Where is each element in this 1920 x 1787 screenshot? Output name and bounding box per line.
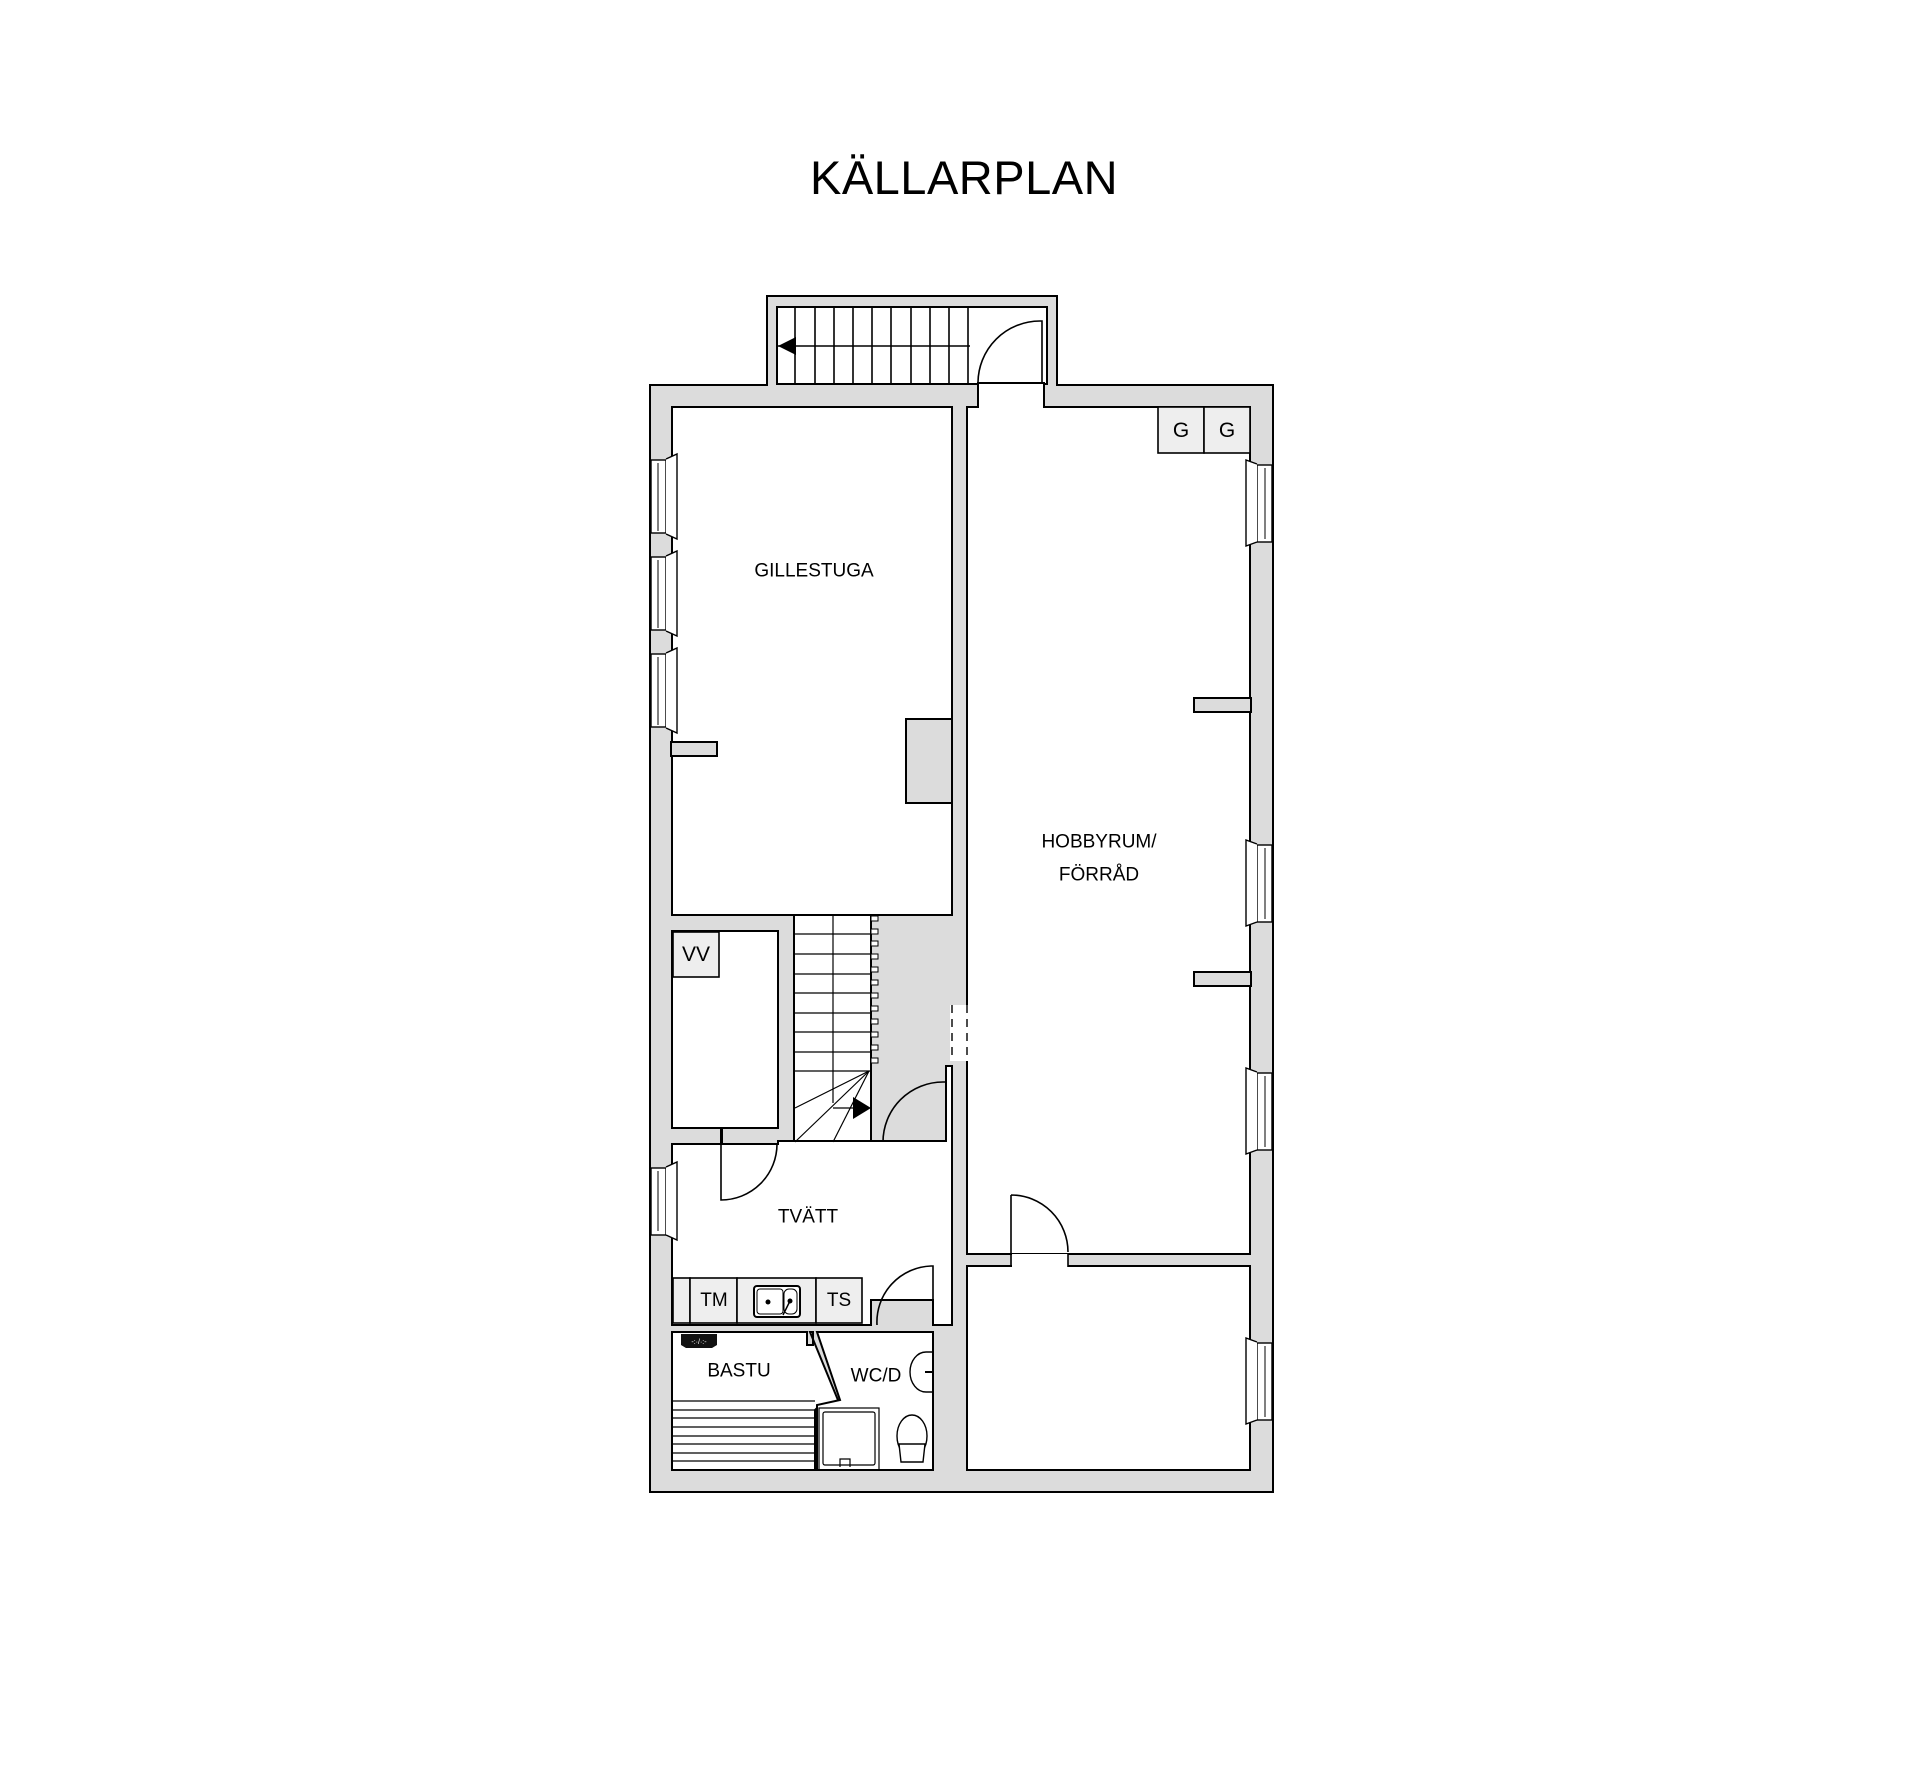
wall-stub [670, 741, 718, 757]
fixture-g2 [1203, 406, 1251, 454]
window [1245, 1337, 1273, 1425]
window [1245, 459, 1273, 547]
chimney [905, 718, 953, 804]
shower-icon [818, 1407, 880, 1471]
room-label-tvatt: TVÄTT [777, 1206, 839, 1228]
fixture-label-ts: TS [826, 1290, 852, 1311]
svg-text:-:·/·:-: -:·/·:- [691, 1339, 707, 1346]
room-tvatt [671, 1065, 953, 1326]
door-swing-lower-room [1010, 1194, 1069, 1254]
fixture-ts [815, 1277, 863, 1324]
entrance-stairs [777, 307, 970, 384]
sauna-bench [672, 1400, 815, 1462]
window [1245, 1067, 1273, 1155]
window [650, 646, 678, 735]
room-gillestuga [671, 406, 953, 916]
fixture-vv [672, 931, 720, 978]
inner-stairs [794, 915, 879, 1143]
room-hobbyrum [966, 382, 1251, 1255]
room-label-gillestuga: GILLESTUGA [754, 560, 874, 582]
laundry-counter [672, 1277, 863, 1324]
door-swing-wc [876, 1265, 934, 1326]
door-swing-stair [882, 1081, 947, 1143]
fixture-g1 [1157, 406, 1205, 454]
fixture-label-tm: TM [700, 1290, 728, 1311]
window [650, 1160, 678, 1242]
washbasin-icon [909, 1351, 932, 1393]
sauna-heater-icon [681, 1334, 717, 1348]
fixture-label-g1: G [1172, 419, 1190, 442]
plan-title: KÄLLARPLAN [809, 151, 1119, 204]
room-label-wc: WC/D [850, 1365, 902, 1387]
fixture-tm [689, 1277, 738, 1324]
window [650, 549, 678, 638]
room-label-forrad: FÖRRÅD [1058, 864, 1140, 886]
room-lower-right [966, 1265, 1251, 1471]
room-label-hobbyrum: HOBBYRUM/ [1041, 831, 1157, 853]
window [1245, 839, 1273, 927]
fixture-label-g2: G [1218, 419, 1236, 442]
stair-direction-arrow-icon [778, 337, 796, 355]
entrance-door-swing [977, 320, 1043, 384]
fixture-label-vv: VV [681, 943, 711, 966]
stair-direction-arrow-icon [853, 1097, 871, 1119]
wall-stub [1193, 971, 1252, 987]
wall-stub [1193, 697, 1252, 713]
window [650, 452, 678, 541]
room-label-bastu: BASTU [707, 1360, 771, 1382]
door-swing-tvatt-storage [720, 1143, 778, 1201]
